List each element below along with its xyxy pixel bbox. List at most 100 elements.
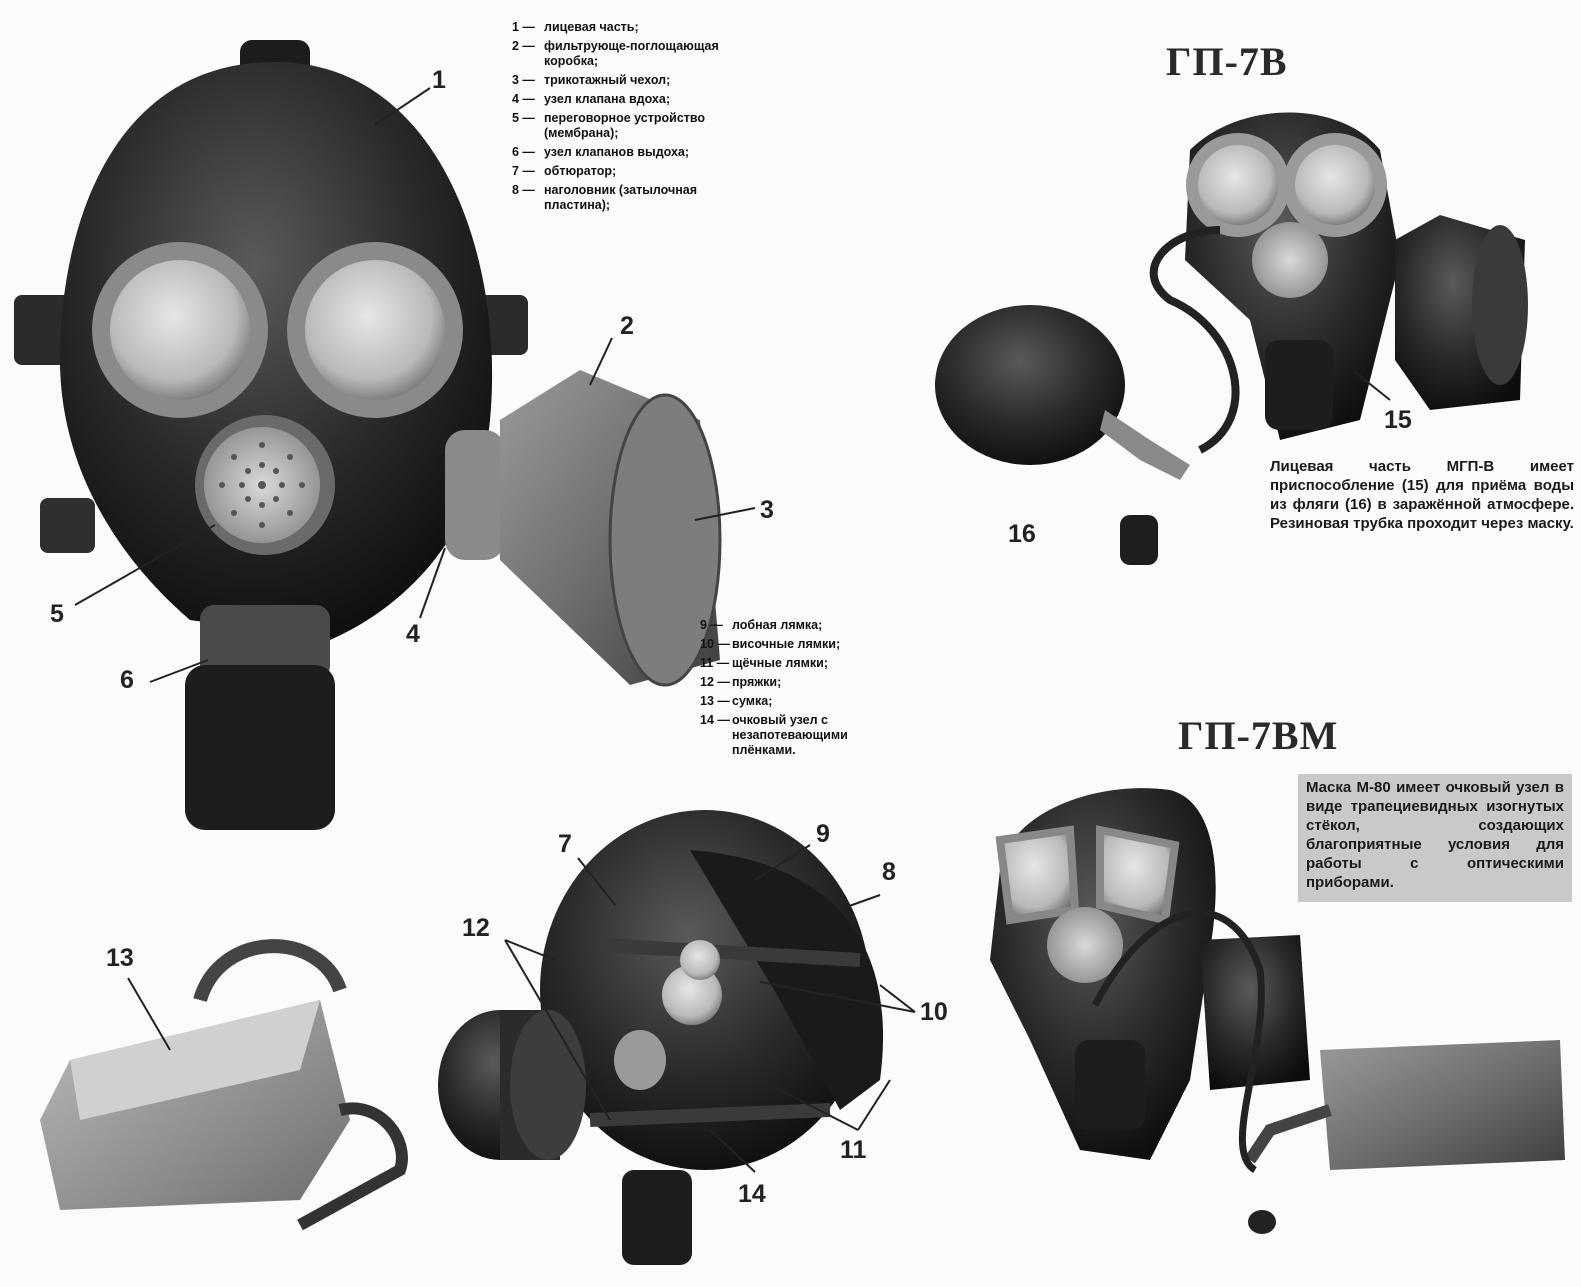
left-lens <box>110 260 250 400</box>
leader-lines-inner <box>504 844 916 1173</box>
legend-item-text: сумка; <box>732 694 773 708</box>
legend-top: 1 — лицевая часть; 2 —фильтрующе-поглощающ… <box>512 20 752 217</box>
inner-lens-1 <box>662 965 722 1025</box>
right-lens <box>305 260 445 400</box>
legend-item: 1 — лицевая часть; <box>512 20 752 35</box>
callout-2: 2 <box>620 312 634 340</box>
callout-9: 9 <box>816 820 830 848</box>
legend-item: 8 — наголовник (затылочная пластина); <box>512 183 752 213</box>
legend-item: 9 — лобная лямка; <box>700 618 910 633</box>
legend-item-text: узел клапанов выдоха; <box>544 145 690 159</box>
legend-item: 12 —пряжки; <box>700 675 910 690</box>
callout-13: 13 <box>106 944 134 972</box>
gp7vm-mask-group <box>990 788 1565 1234</box>
legend-item-number: 12 — <box>700 675 730 689</box>
legend-item-text: лобная лямка; <box>732 618 823 632</box>
filter-canister-cover <box>608 393 722 687</box>
legend-item-number: 1 — <box>512 20 535 34</box>
inner-exhale-valve <box>622 1170 692 1265</box>
legend-middle: 9 —лобная лямка;10 —височные лямки;11 —щ… <box>700 618 910 762</box>
callout-3: 3 <box>760 496 774 524</box>
legend-item: 11 —щёчные лямки; <box>700 656 910 671</box>
legend-item-number: 4 — <box>512 92 535 106</box>
mask-face <box>60 62 493 640</box>
legend-item: 13 —сумка; <box>700 694 910 709</box>
legend-item-number: 7 — <box>512 164 535 178</box>
inner-diaphragm <box>614 1030 666 1090</box>
gp7v-exhale-valve <box>1265 340 1333 430</box>
gp7v-mask-group <box>935 112 1528 565</box>
callout-11: 11 <box>840 1136 867 1164</box>
bag-strap <box>297 1102 408 1231</box>
legend-item-text: лицевая часть; <box>544 20 639 34</box>
callout-5: 5 <box>50 600 64 628</box>
bag-flap <box>70 1000 320 1120</box>
gp7vm-left-lens <box>995 825 1080 925</box>
legend-item-text: переговорное устройство (мембрана); <box>544 111 706 140</box>
legend-item-text: трикотажный чехол; <box>544 73 671 87</box>
legend-item-number: 3 — <box>512 73 535 87</box>
grill-holes <box>219 442 305 528</box>
legend-item: 10 —височные лямки; <box>700 637 910 652</box>
legend-item: 3 — трикотажный чехол; <box>512 73 752 88</box>
legend-item: 2 —фильтрующе-поглощающая коробка; <box>512 39 752 69</box>
inhale-valve <box>445 430 505 560</box>
note-m80: Маска М-80 имеет очковый узел в виде тра… <box>1298 774 1572 902</box>
legend-item-text: наголовник (затылочная пластина); <box>544 183 698 212</box>
bag-group <box>40 939 408 1231</box>
legend-item-number: 6 — <box>512 145 535 159</box>
callout-10: 10 <box>920 998 948 1026</box>
legend-item: 7 — обтюратор; <box>512 164 752 179</box>
legend-item-number: 9 — <box>700 618 723 632</box>
gp7vm-tube-cap <box>1248 1210 1276 1234</box>
legend-item-text: щёчные лямки; <box>732 656 828 670</box>
title-gp7vm: ГП-7ВМ <box>1178 713 1339 758</box>
callout-12: 12 <box>462 914 490 942</box>
title-gp7v: ГП-7В <box>1166 39 1288 84</box>
temple-straps <box>599 938 861 967</box>
bag-handle <box>193 939 347 1003</box>
legend-item-text: фильтрующе-поглощающая коробка; <box>544 39 719 68</box>
legend-item-text: узел клапана вдоха; <box>544 92 670 106</box>
legend-item-number: 14 — <box>700 713 730 727</box>
legend-item: 14 —очковый узел с незапотевающими плёнк… <box>700 713 910 758</box>
callout-15: 15 <box>1384 406 1412 434</box>
legend-item-number: 11 — <box>700 656 730 670</box>
legend-item-number: 5 — <box>512 111 535 125</box>
legend-item-number: 10 — <box>700 637 730 651</box>
exhale-valve-ring <box>200 605 330 680</box>
gp7vm-drink-tube <box>1091 909 1265 1174</box>
legend-item-text: обтюратор; <box>544 164 617 178</box>
water-flask <box>935 305 1125 465</box>
legend-item: 6 — узел клапанов выдоха; <box>512 145 752 160</box>
head-harness <box>690 850 884 1110</box>
flask-cap <box>1120 515 1158 565</box>
inner-lens-2 <box>680 940 720 980</box>
callout-6: 6 <box>120 666 134 694</box>
exhale-valve-box <box>185 665 335 830</box>
gp7vm-exhale-valve <box>1075 1040 1145 1130</box>
flask-neck <box>1100 410 1190 480</box>
inner-mask-group <box>438 810 884 1265</box>
main-mask <box>14 40 722 830</box>
callout-16: 16 <box>1008 520 1036 548</box>
gp7vm-filter <box>1200 935 1310 1090</box>
gp7v-diaphragm <box>1252 222 1328 298</box>
callout-1: 1 <box>432 66 446 94</box>
legend-item-number: 13 — <box>700 694 730 708</box>
callout-14: 14 <box>738 1180 766 1208</box>
legend-item: 5 — переговорное устройство (мембрана); <box>512 111 752 141</box>
gp7vm-right-lens <box>1096 825 1180 925</box>
note-mgpv: Лицевая часть МГП-В имеет приспособление… <box>1270 458 1574 532</box>
cheek-straps <box>589 1103 831 1127</box>
legend-item-text: височные лямки; <box>732 637 841 651</box>
callout-8: 8 <box>882 858 896 886</box>
lower-strap-buckle <box>40 498 95 553</box>
legend-item-text: очковый узел с незапотевающими плёнками. <box>732 713 848 757</box>
legend-item: 4 — узел клапана вдоха; <box>512 92 752 107</box>
legend-item-text: пряжки; <box>732 675 782 689</box>
legend-item-number: 8 — <box>512 183 535 197</box>
callout-4: 4 <box>406 620 420 648</box>
callout-7: 7 <box>558 830 572 858</box>
